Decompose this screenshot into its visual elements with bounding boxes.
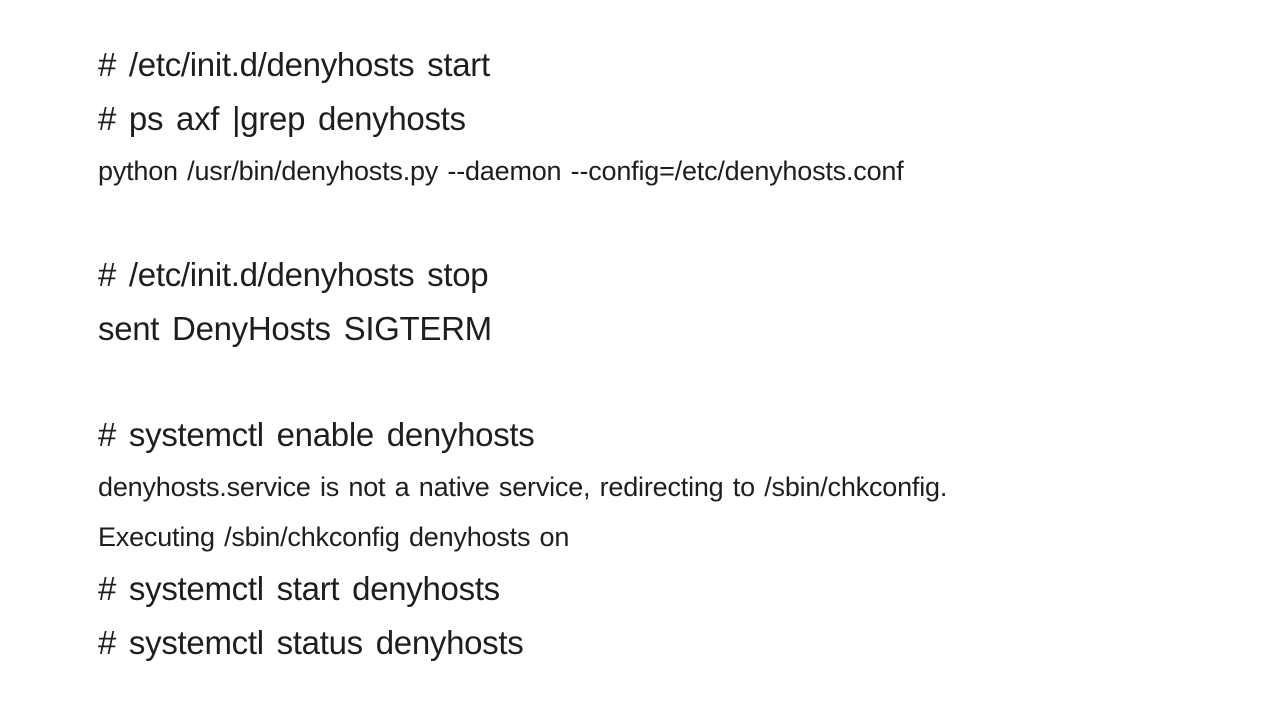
terminal-line: denyhosts.service is not a native servic… [98, 472, 948, 502]
terminal-line: # systemctl start denyhosts [98, 570, 500, 607]
terminal-commands-text-block: # /etc/init.d/denyhosts start # ps axf |g… [98, 38, 1240, 670]
terminal-line: Executing /sbin/chkconfig denyhosts on [98, 522, 570, 552]
terminal-line: # ps axf |grep denyhosts [98, 100, 466, 137]
terminal-line [98, 196, 1240, 248]
terminal-line: # systemctl enable denyhosts [98, 416, 535, 453]
terminal-line: python /usr/bin/denyhosts.py --daemon --… [98, 156, 904, 186]
terminal-line: # /etc/init.d/denyhosts start [98, 46, 490, 83]
terminal-line [98, 356, 1240, 408]
terminal-line: sent DenyHosts SIGTERM [98, 310, 492, 347]
terminal-line: # systemctl status denyhosts [98, 624, 524, 661]
terminal-line: # /etc/init.d/denyhosts stop [98, 256, 489, 293]
